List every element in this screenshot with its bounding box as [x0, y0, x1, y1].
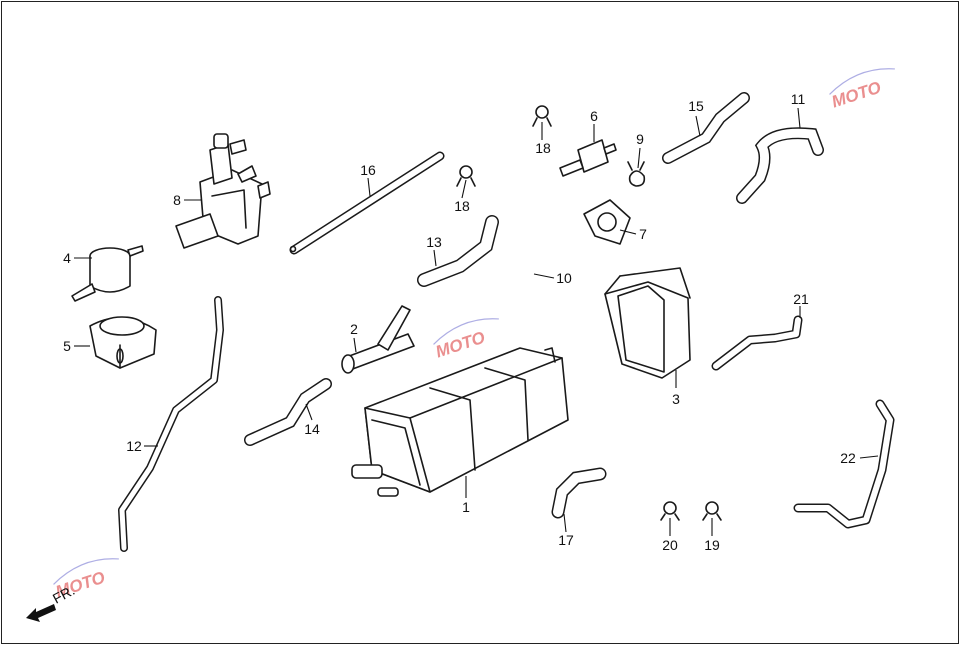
part-15-hose — [662, 92, 750, 164]
label-15: 15 — [688, 98, 704, 114]
part-20-clamp — [660, 501, 680, 521]
label-18-upper: 18 — [535, 140, 551, 156]
part-18-clamp-middle — [456, 165, 476, 187]
part-14-hose — [244, 378, 332, 446]
part-21-hose — [711, 315, 803, 371]
part-13-hose — [417, 215, 499, 287]
label-10: 10 — [556, 270, 572, 286]
watermark-text: MOTO — [433, 328, 487, 362]
part-17-hose — [551, 467, 607, 519]
label-12: 12 — [126, 438, 142, 454]
label-18-middle: 18 — [454, 198, 470, 214]
part-4-cap — [71, 245, 144, 302]
watermark-top-right: MOTO — [829, 68, 895, 112]
label-5: 5 — [63, 338, 71, 354]
label-22: 22 — [840, 450, 856, 466]
label-8: 8 — [173, 192, 181, 208]
label-16: 16 — [360, 162, 376, 178]
label-9: 9 — [636, 131, 644, 147]
part-2-t-joint — [341, 305, 415, 374]
part-16-rod — [289, 151, 445, 255]
part-7-clip — [583, 199, 631, 245]
part-8-solenoid-valve — [175, 133, 271, 249]
label-17: 17 — [558, 532, 574, 548]
watermark-center: MOTO — [433, 318, 499, 362]
part-19-clamp — [702, 501, 722, 521]
label-14: 14 — [304, 421, 320, 437]
watermark-text: MOTO — [829, 78, 883, 112]
label-3: 3 — [672, 391, 680, 407]
part-number-labels: 1 2 3 4 5 6 7 8 9 10 11 12 13 14 15 16 1… — [63, 91, 856, 553]
label-11: 11 — [791, 91, 806, 107]
leader-lines — [74, 107, 879, 536]
part-10-hose — [517, 252, 534, 299]
part-3-bracket — [604, 267, 691, 379]
label-6: 6 — [590, 108, 598, 124]
label-13: 13 — [426, 234, 442, 250]
label-2: 2 — [350, 321, 358, 337]
label-1: 1 — [462, 499, 470, 515]
label-21: 21 — [793, 291, 809, 307]
part-6-filter — [559, 139, 617, 177]
part-5-holder — [89, 316, 157, 369]
front-direction-indicator: FR. — [26, 582, 77, 622]
label-4: 4 — [63, 250, 71, 266]
part-18-clamp-upper — [532, 105, 552, 127]
part-22-hose — [793, 399, 895, 529]
label-20: 20 — [662, 537, 678, 553]
part-1-canister — [351, 347, 569, 497]
label-19: 19 — [704, 537, 720, 553]
part-11-hose — [736, 127, 824, 204]
label-7: 7 — [639, 226, 647, 242]
front-arrow-icon — [26, 604, 56, 622]
part-9-clamp — [627, 161, 646, 187]
part-12-hose — [118, 296, 224, 552]
